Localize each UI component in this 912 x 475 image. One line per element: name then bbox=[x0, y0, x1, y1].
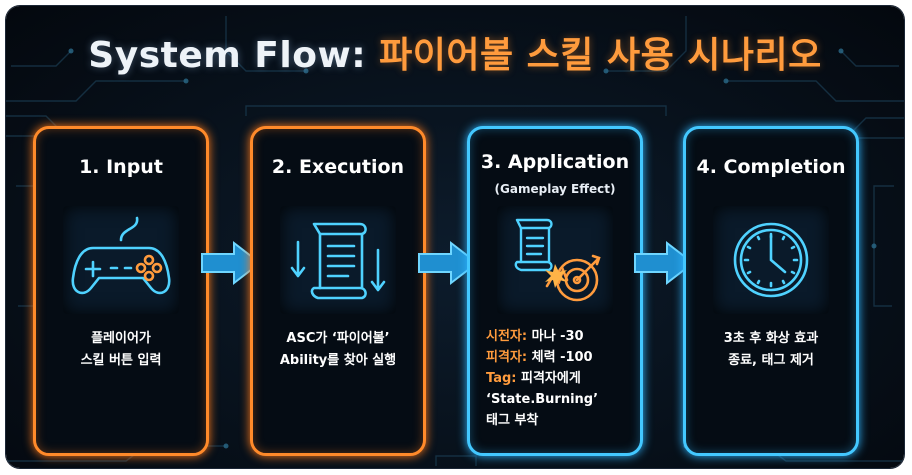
entry-value: 피격자에게 bbox=[521, 371, 581, 386]
step-card-application: 3. Application (Gameplay Effect) bbox=[467, 126, 643, 456]
arrow-right-icon bbox=[201, 240, 262, 286]
scroll-icon bbox=[290, 222, 386, 300]
entry-key: 피격자: bbox=[486, 350, 528, 365]
description-entry: Tag: 피격자에게 bbox=[486, 368, 644, 389]
step-subtitle: (Gameplay Effect) bbox=[494, 182, 616, 196]
gamepad-icon bbox=[71, 216, 171, 295]
title-prefix: System Flow: bbox=[88, 35, 367, 76]
icon-panel bbox=[280, 206, 396, 314]
title-main: 파이어볼 스킬 사용 시나리오 bbox=[379, 35, 822, 76]
arrow-right-icon bbox=[634, 240, 695, 286]
step-description: 시전자: 마나 -30 피격자: 체력 -100 Tag: 피격자에게 ‘Sta… bbox=[486, 326, 644, 431]
arrow-right-icon bbox=[418, 240, 479, 286]
icon-panel bbox=[497, 206, 613, 314]
step-card-completion: 4. Completion 3초 후 화상 효과 종료, 태그 제거 bbox=[683, 126, 859, 456]
scroll-target-icon bbox=[514, 218, 601, 302]
step-title: 1. Input bbox=[79, 156, 163, 178]
circuit-background bbox=[6, 16, 904, 466]
description-line: ASC가 ‘파이어볼’ bbox=[286, 331, 390, 346]
description-line: Ability를 찾아 실행 bbox=[279, 353, 397, 368]
step-description: 플레이어가 스킬 버튼 입력 bbox=[42, 328, 200, 372]
step-card-input: 1. Input 플레이어가 스킬 버튼 입력 bbox=[33, 126, 209, 456]
entry-value: 마나 -30 bbox=[531, 329, 584, 344]
step-title: 3. Application bbox=[480, 151, 630, 173]
description-line: 3초 후 화상 효과 bbox=[723, 331, 819, 346]
description-entry: 피격자: 체력 -100 bbox=[486, 347, 644, 368]
step-title: 2. Execution bbox=[271, 156, 405, 178]
entry-key: 시전자: bbox=[486, 329, 528, 344]
description-line: 스킬 버튼 입력 bbox=[80, 353, 162, 368]
icon-panel bbox=[63, 206, 179, 314]
step-card-execution: 2. Execution ASC가 ‘파이어볼’ Ability를 찾아 실행 bbox=[250, 126, 426, 456]
description-line: ‘State.Burning’ bbox=[486, 392, 599, 407]
entry-value: 체력 -100 bbox=[531, 350, 593, 365]
description-entry: 시전자: 마나 -30 bbox=[486, 326, 644, 347]
entry-key: Tag: bbox=[486, 371, 517, 386]
icon-panel bbox=[713, 206, 829, 314]
diagram-title: System Flow: 파이어볼 스킬 사용 시나리오 bbox=[6, 26, 904, 78]
clock-icon bbox=[733, 222, 809, 298]
step-description: 3초 후 화상 효과 종료, 태그 제거 bbox=[692, 328, 850, 372]
description-line: 태그 부착 bbox=[486, 413, 539, 428]
step-title: 4. Completion bbox=[696, 156, 846, 178]
step-description: ASC가 ‘파이어볼’ Ability를 찾아 실행 bbox=[259, 328, 417, 372]
description-line: 종료, 태그 제거 bbox=[728, 353, 814, 368]
description-line: 플레이어가 bbox=[91, 331, 151, 346]
diagram-frame: System Flow: 파이어볼 스킬 사용 시나리오 1. Input 플레… bbox=[6, 6, 904, 468]
